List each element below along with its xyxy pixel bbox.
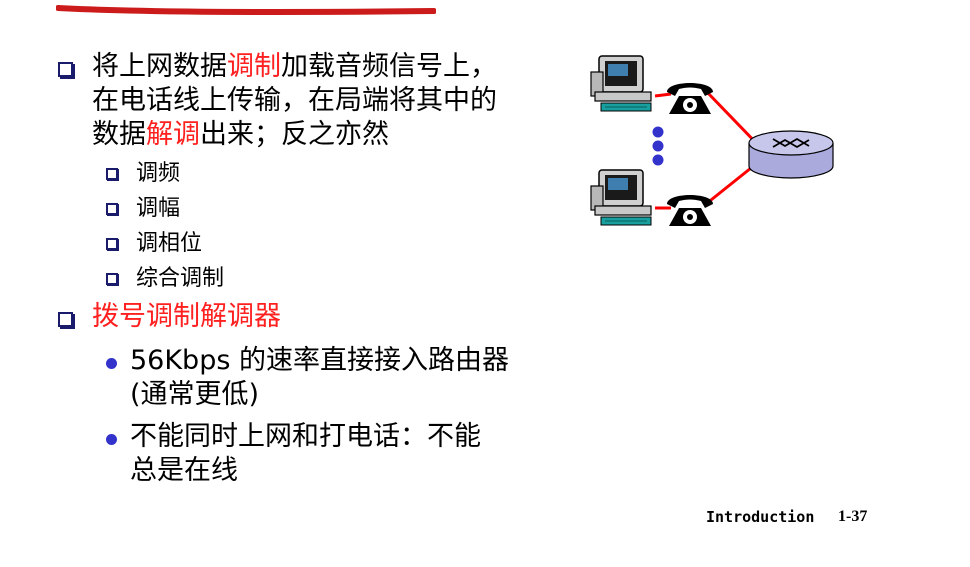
sub-bullet-fm: 调频 — [56, 156, 546, 191]
sub-bullet-combined: 综合调制 — [56, 261, 546, 296]
square-bullet-icon — [58, 312, 73, 327]
round-bullet-icon — [106, 434, 117, 445]
dot-bullet-56kbps: 56Kbps 的速率直接接入路由器 (通常更低) — [56, 344, 546, 412]
lines — [654, 89, 763, 210]
computer-icon — [590, 169, 652, 226]
small-square-bullet-icon — [106, 238, 118, 250]
ellipsis-dots-icon — [652, 126, 664, 166]
telephone-icon — [667, 83, 713, 114]
small-square-bullet-icon — [106, 273, 118, 285]
router-icon — [748, 130, 834, 179]
computer-icon — [590, 55, 652, 112]
small-square-bullet-icon — [106, 203, 118, 215]
dot-bullet-not-always-on: 不能同时上网和打电话：不能 总是在线 — [56, 420, 546, 488]
sub-bullet-pm: 调相位 — [56, 226, 546, 261]
sub-bullet-am: 调幅 — [56, 191, 546, 226]
footer-section-label: Introduction — [706, 508, 815, 526]
footer-page-number: 1-37 — [838, 508, 868, 525]
square-bullet-icon — [58, 62, 73, 77]
title-underline-stroke — [56, 5, 436, 15]
bullet-modulation: 将上网数据调制加载音频信号上， 在电话线上传输，在局端将其中的 数据解调出来；反… — [56, 50, 546, 152]
bullet-dialup-modem: 拨号调制解调器 — [56, 300, 546, 334]
dialup-network-diagram — [590, 55, 834, 226]
telephone-icon — [667, 195, 713, 226]
small-square-bullet-icon — [106, 168, 118, 180]
round-bullet-icon — [106, 358, 117, 369]
bullet-list: 将上网数据调制加载音频信号上， 在电话线上传输，在局端将其中的 数据解调出来；反… — [56, 50, 546, 488]
